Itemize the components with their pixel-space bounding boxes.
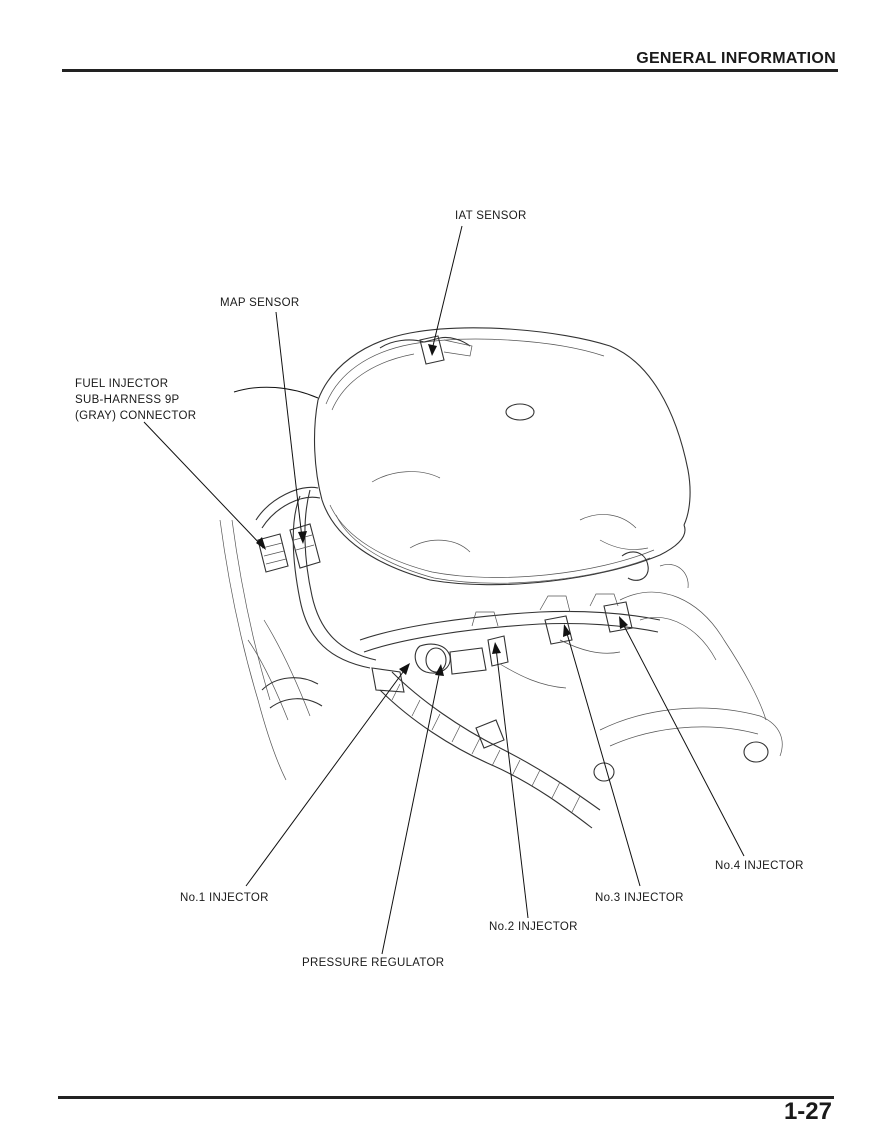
- pressure-regulator-label: PRESSURE REGULATOR: [302, 957, 445, 969]
- leader-lines: [143, 225, 745, 955]
- page-number: 1-27: [783, 1098, 832, 1125]
- fuel-injector-connector-label-line2: SUB-HARNESS 9P: [75, 394, 180, 406]
- footer-rule: [58, 1096, 834, 1099]
- sub-harness-connector: [257, 523, 321, 573]
- map-sensor-label: MAP SENSOR: [220, 297, 300, 309]
- header-rule: [62, 69, 838, 72]
- no3-injector-label: No.3 INJECTOR: [595, 892, 684, 904]
- no1-injector-label: No.1 INJECTOR: [180, 892, 269, 904]
- fuel-injector-connector-label-line3: (GRAY) CONNECTOR: [75, 410, 197, 422]
- section-title: GENERAL INFORMATION: [636, 50, 836, 67]
- air-cleaner-housing: [313, 327, 691, 586]
- fuel-injector-connector-label-line1: FUEL INJECTOR: [75, 378, 169, 390]
- iat-sensor-label: IAT SENSOR: [455, 210, 527, 222]
- no4-injector-label: No.4 INJECTOR: [715, 860, 804, 872]
- frame-lines: [219, 519, 783, 782]
- fuel-rail: [359, 601, 661, 689]
- no2-injector-label: No.2 INJECTOR: [489, 921, 578, 933]
- wire-harness: [255, 486, 601, 829]
